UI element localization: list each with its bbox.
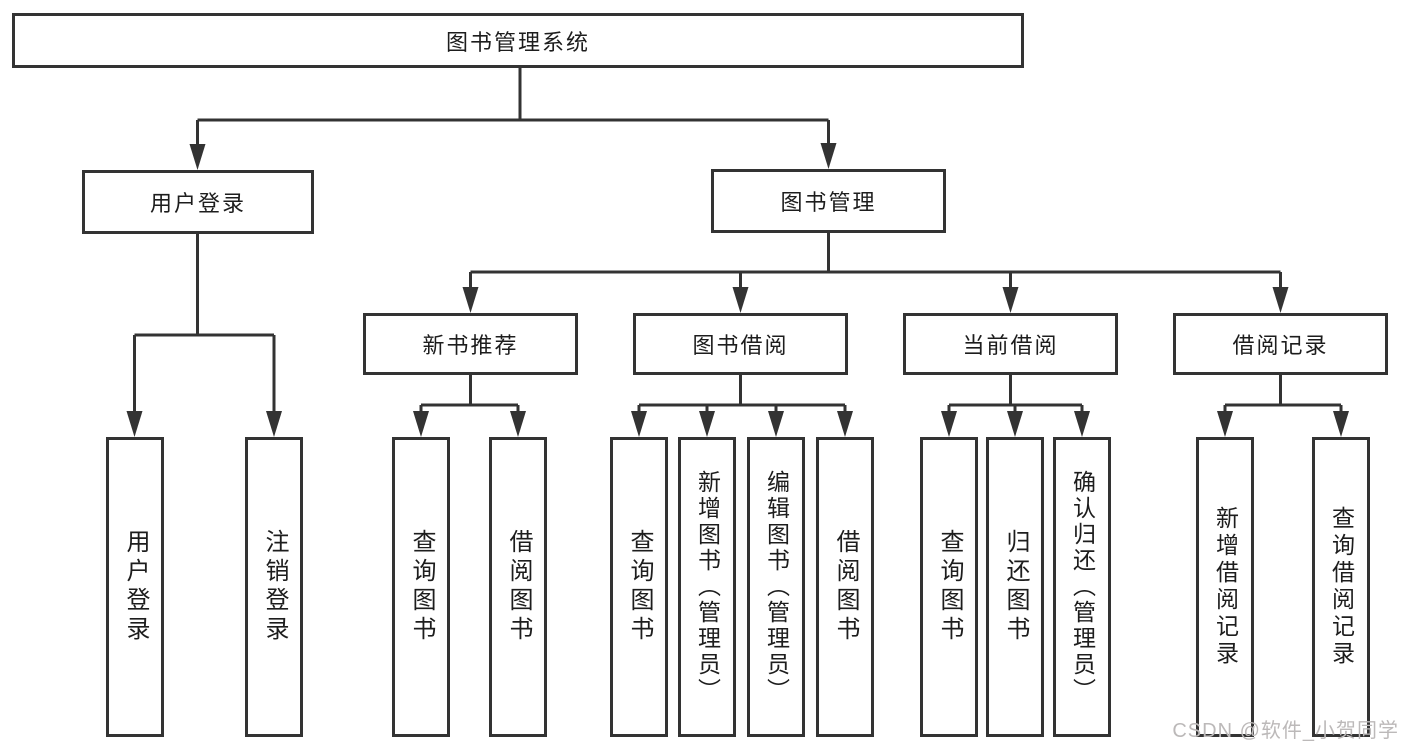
section-new-book-recommend: 新书推荐 <box>363 313 578 375</box>
leaf-edit-book-admin: 编辑图书（管理员） <box>747 437 805 737</box>
leaf-label: 查询图书 <box>408 529 435 645</box>
leaf-borrow-books-recommend: 借阅图书 <box>489 437 547 737</box>
leaf-add-book-admin: 新增图书（管理员） <box>678 437 736 737</box>
leaf-query-books-borrow: 查询图书 <box>610 437 668 737</box>
section-current-borrow: 当前借阅 <box>903 313 1118 375</box>
node-label: 新书推荐 <box>422 333 519 358</box>
leaf-user-login: 用户登录 <box>106 437 164 737</box>
csdn-watermark: CSDN @软件_小贺同学 <box>1172 720 1399 742</box>
leaf-label: 归还图书 <box>1002 529 1029 645</box>
leaf-add-borrow-record: 新增借阅记录 <box>1196 437 1254 737</box>
leaf-label: 注销登录 <box>261 529 288 645</box>
node-label: 当前借阅 <box>962 333 1059 358</box>
leaf-label: 借阅图书 <box>832 529 859 645</box>
leaf-label: 确认归还（管理员） <box>1069 470 1096 704</box>
node-label: 图书管理 <box>780 190 877 215</box>
node-label: 用户登录 <box>149 191 246 216</box>
leaf-query-books-current: 查询图书 <box>920 437 978 737</box>
leaf-label: 查询借阅记录 <box>1328 506 1355 668</box>
leaf-return-book: 归还图书 <box>986 437 1044 737</box>
node-user-login: 用户登录 <box>82 170 314 234</box>
leaf-query-books-recommend: 查询图书 <box>392 437 450 737</box>
node-label: 图书借阅 <box>692 333 789 358</box>
node-book-management: 图书管理 <box>711 169 946 233</box>
node-label: 借阅记录 <box>1232 333 1329 358</box>
leaf-logout: 注销登录 <box>245 437 303 737</box>
leaf-label: 新增借阅记录 <box>1212 506 1239 668</box>
leaf-label: 借阅图书 <box>505 529 532 645</box>
section-book-borrow: 图书借阅 <box>633 313 848 375</box>
leaf-label: 用户登录 <box>122 529 149 645</box>
leaf-confirm-return-admin: 确认归还（管理员） <box>1053 437 1111 737</box>
leaf-label: 查询图书 <box>626 529 653 645</box>
node-label: 图书管理系统 <box>445 29 590 55</box>
leaf-label: 新增图书（管理员） <box>694 470 721 704</box>
node-library-management-system: 图书管理系统 <box>12 13 1024 68</box>
leaf-label: 查询图书 <box>936 529 963 645</box>
section-borrow-records: 借阅记录 <box>1173 313 1388 375</box>
leaf-borrow-books: 借阅图书 <box>816 437 874 737</box>
leaf-label: 编辑图书（管理员） <box>763 470 790 704</box>
leaf-query-borrow-record: 查询借阅记录 <box>1312 437 1370 737</box>
